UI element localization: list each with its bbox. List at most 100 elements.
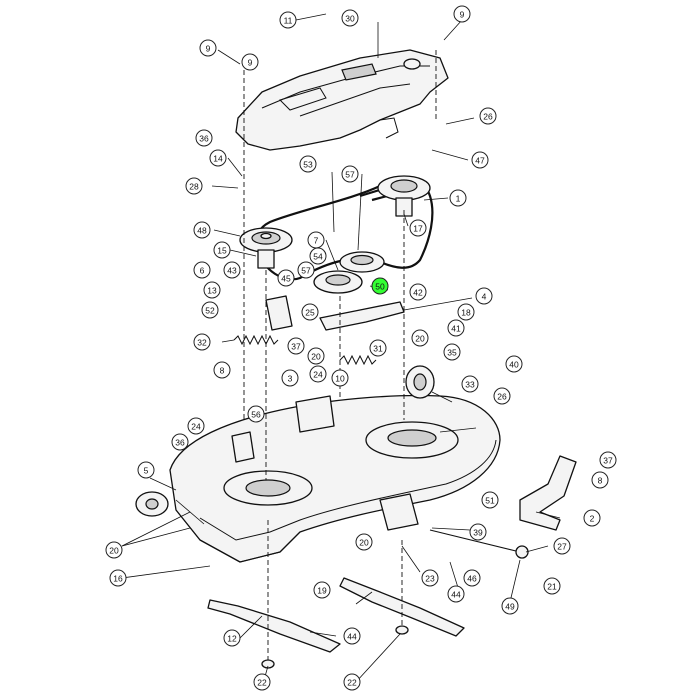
callout-number: 20 <box>311 352 321 362</box>
callout-number: 6 <box>200 266 205 276</box>
callout-number: 19 <box>317 586 327 596</box>
callout-7: 7 <box>307 231 325 249</box>
callout-circle <box>109 569 127 587</box>
callout-circle <box>341 165 359 183</box>
callout-circle <box>247 405 265 423</box>
chute-deflector <box>405 365 435 399</box>
callout-number: 36 <box>199 134 209 144</box>
callout-44: 44 <box>343 627 361 645</box>
callout-number: 56 <box>251 410 261 420</box>
deck-hanger-bracket <box>519 455 577 531</box>
callout-number: 4 <box>482 292 487 302</box>
callout-3: 3 <box>281 369 299 387</box>
callout-number: 41 <box>451 324 461 334</box>
callout-number: 8 <box>598 476 603 486</box>
callout-circle <box>505 355 523 373</box>
callout-circle <box>493 387 511 405</box>
callout-number: 28 <box>189 182 199 192</box>
callout-13: 13 <box>203 281 221 299</box>
callout-number: 21 <box>547 582 557 592</box>
callout-circle <box>443 343 461 361</box>
callout-number: 16 <box>113 574 123 584</box>
callout-circle <box>449 189 467 207</box>
callout-circle <box>453 5 471 23</box>
callout-circle <box>193 261 211 279</box>
callout-circle <box>301 303 319 321</box>
callout-number: 24 <box>313 370 323 380</box>
callout-circle <box>213 361 231 379</box>
blade-left <box>207 599 341 653</box>
callout-44: 44 <box>447 585 465 603</box>
callout-number: 52 <box>205 306 215 316</box>
callout-48: 48 <box>193 221 211 239</box>
callout-12: 12 <box>223 629 241 647</box>
blade-bolts <box>261 625 409 669</box>
callout-22: 22 <box>343 673 361 691</box>
callout-47: 47 <box>471 151 489 169</box>
callout-circle <box>341 9 359 27</box>
callout-1: 1 <box>449 189 467 207</box>
callout-number: 22 <box>347 678 357 688</box>
callout-51: 51 <box>481 491 499 509</box>
callout-circle <box>307 347 325 365</box>
callout-circle <box>193 221 211 239</box>
callout-circle <box>553 537 571 555</box>
callout-number: 27 <box>557 542 567 552</box>
callout-circle <box>313 581 331 599</box>
callout-circle <box>409 219 427 237</box>
callout-number: 12 <box>227 634 237 644</box>
callout-number: 36 <box>175 438 185 448</box>
callout-circle <box>213 241 231 259</box>
callout-number: 23 <box>425 574 435 584</box>
callout-circle <box>277 269 295 287</box>
callout-41: 41 <box>447 319 465 337</box>
callout-43: 43 <box>223 261 241 279</box>
callout-50: 50 <box>371 277 389 295</box>
callout-40: 40 <box>505 355 523 373</box>
callout-number: 10 <box>335 374 345 384</box>
callout-circle <box>287 337 305 355</box>
callout-number: 22 <box>257 678 267 688</box>
spindle-pulley-left <box>239 227 293 269</box>
callout-circle <box>195 129 213 147</box>
callout-2: 2 <box>583 509 601 527</box>
callout-circle <box>481 491 499 509</box>
callout-number: 8 <box>220 366 225 376</box>
callout-number: 54 <box>313 252 323 262</box>
callout-number: 20 <box>415 334 425 344</box>
callout-9: 9 <box>241 53 259 71</box>
callout-circle <box>469 523 487 541</box>
spindle-pulley-right <box>377 175 431 217</box>
callout-42: 42 <box>409 283 427 301</box>
callout-circle <box>279 11 297 29</box>
callout-number: 24 <box>191 422 201 432</box>
callout-circle <box>309 365 327 383</box>
callout-number: 25 <box>305 308 315 318</box>
callout-28: 28 <box>185 177 203 195</box>
callout-circle <box>223 261 241 279</box>
callout-circle <box>331 369 349 387</box>
callout-circle <box>461 375 479 393</box>
callout-circle <box>137 461 155 479</box>
callout-21: 21 <box>543 577 561 595</box>
callout-57: 57 <box>297 261 315 279</box>
callout-circle <box>187 417 205 435</box>
callout-27: 27 <box>553 537 571 555</box>
callout-circle <box>203 281 221 299</box>
callout-circle <box>253 673 271 691</box>
lift-link-rod <box>429 529 529 559</box>
callout-24: 24 <box>187 417 205 435</box>
callout-number: 7 <box>314 236 319 246</box>
callout-number: 14 <box>213 154 223 164</box>
callout-circle <box>199 39 217 57</box>
callout-number: 40 <box>509 360 519 370</box>
callout-number: 50 <box>375 282 385 292</box>
callout-number: 37 <box>291 342 301 352</box>
callout-circle <box>599 451 617 469</box>
callout-number: 48 <box>197 226 207 236</box>
callout-number: 3 <box>288 374 293 384</box>
springs <box>233 334 377 366</box>
callout-circle <box>355 533 373 551</box>
alignment-lines <box>243 50 437 660</box>
callout-15: 15 <box>213 241 231 259</box>
